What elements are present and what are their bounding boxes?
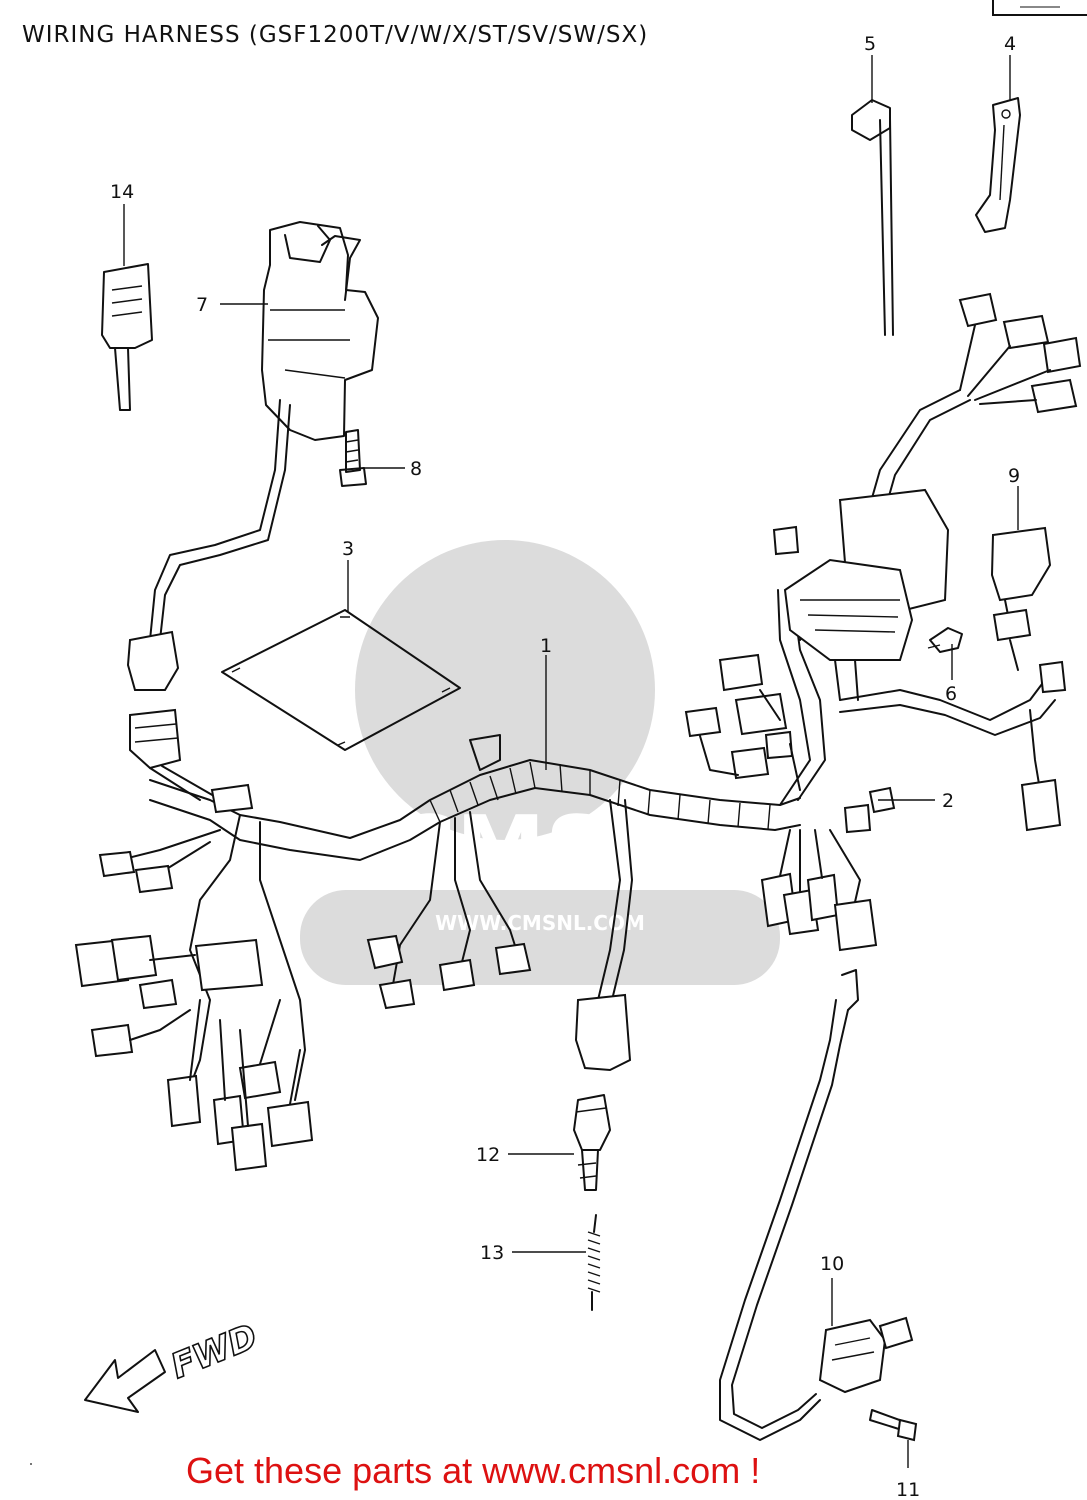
part-10-switch[interactable] — [719, 969, 914, 1441]
diagram-title: WIRING HARNESS (GSF1200T/V/W/X/ST/SV/SW/… — [22, 22, 649, 48]
callout-14: 14 — [110, 181, 134, 203]
call-to-action-link[interactable]: Get these parts at www.cmsnl.com ! — [186, 1450, 761, 1491]
callout-9: 9 — [1008, 465, 1020, 487]
callout-1: 1 — [540, 635, 552, 657]
fwd-arrow: FWD — [84, 1316, 264, 1413]
corner-tab — [992, 0, 1087, 16]
callout-12: 12 — [476, 1144, 500, 1166]
part-6-screw[interactable] — [927, 627, 963, 653]
watermark-brand: CMS — [390, 797, 610, 902]
part-11-screw[interactable] — [869, 1409, 918, 1442]
callout-10: 10 — [820, 1253, 844, 1275]
callout-7: 7 — [196, 294, 208, 316]
callout-6: 6 — [945, 683, 957, 705]
callout-3: 3 — [342, 538, 354, 560]
callout-13: 13 — [480, 1242, 504, 1264]
fwd-label: FWD — [165, 1317, 262, 1387]
part-5-cable-tie[interactable] — [851, 99, 894, 336]
part-1-main-harness[interactable] — [74, 292, 1082, 1172]
callout-4: 4 — [1004, 33, 1016, 55]
part-3-plate[interactable] — [221, 609, 461, 751]
part-14-key[interactable] — [101, 263, 153, 411]
part-4-clamp[interactable] — [975, 97, 1021, 233]
part-8-bolt[interactable] — [339, 429, 367, 487]
part-7-ignition-switch[interactable] — [126, 221, 379, 691]
callouts: 1 2 3 4 5 6 7 8 9 10 11 12 13 — [110, 33, 1020, 1500]
callout-11: 11 — [896, 1479, 920, 1500]
callout-8: 8 — [410, 458, 422, 480]
part-12-switch[interactable] — [573, 1094, 611, 1191]
part-9-relay[interactable] — [990, 526, 1052, 671]
stray-dot — [30, 1463, 32, 1465]
part-13-spring[interactable] — [587, 1214, 601, 1311]
callout-5: 5 — [864, 33, 876, 55]
callout-2: 2 — [942, 790, 954, 812]
